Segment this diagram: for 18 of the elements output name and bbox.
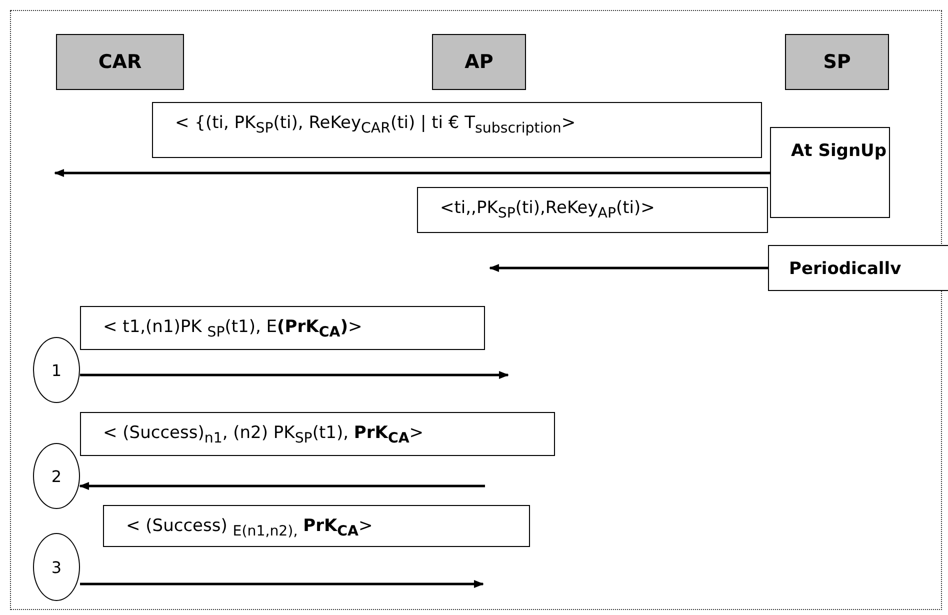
message-box: <ti,,PK$_{SP}$(ti),ReKey$_{AP}$(ti)>: [417, 187, 768, 233]
message-box: < (Success) $_{E(n1,n2),}$ PrK$_{CA}$>: [103, 505, 530, 547]
message-box: < t1,(n1)PK $_{SP}$(t1), E(PrK$_{CA}$)>: [80, 306, 485, 350]
arrow: [489, 264, 768, 272]
arrow: [79, 482, 485, 490]
note-box: At SignUp: [770, 127, 890, 218]
arrow: [80, 580, 484, 588]
message-box: < (Success)$_{n1}$, (n2) PK$_{SP}$(t1), PrK$_{CA}$>: [80, 412, 555, 456]
actor-box: AP: [432, 34, 526, 90]
arrow: [54, 169, 770, 177]
note-box: Periodicallv: [768, 245, 948, 291]
step-circle: 3: [33, 533, 80, 601]
message-box: < {(ti, PK$_{SP}$(ti), ReKey$_{CAR}$(ti) | ti € T$_{subscription}$>: [152, 102, 762, 158]
step-circle: 2: [33, 443, 80, 509]
step-circle: 1: [33, 337, 80, 403]
actor-box: SP: [785, 34, 889, 90]
arrow: [80, 371, 509, 379]
actor-box: CAR: [56, 34, 184, 90]
